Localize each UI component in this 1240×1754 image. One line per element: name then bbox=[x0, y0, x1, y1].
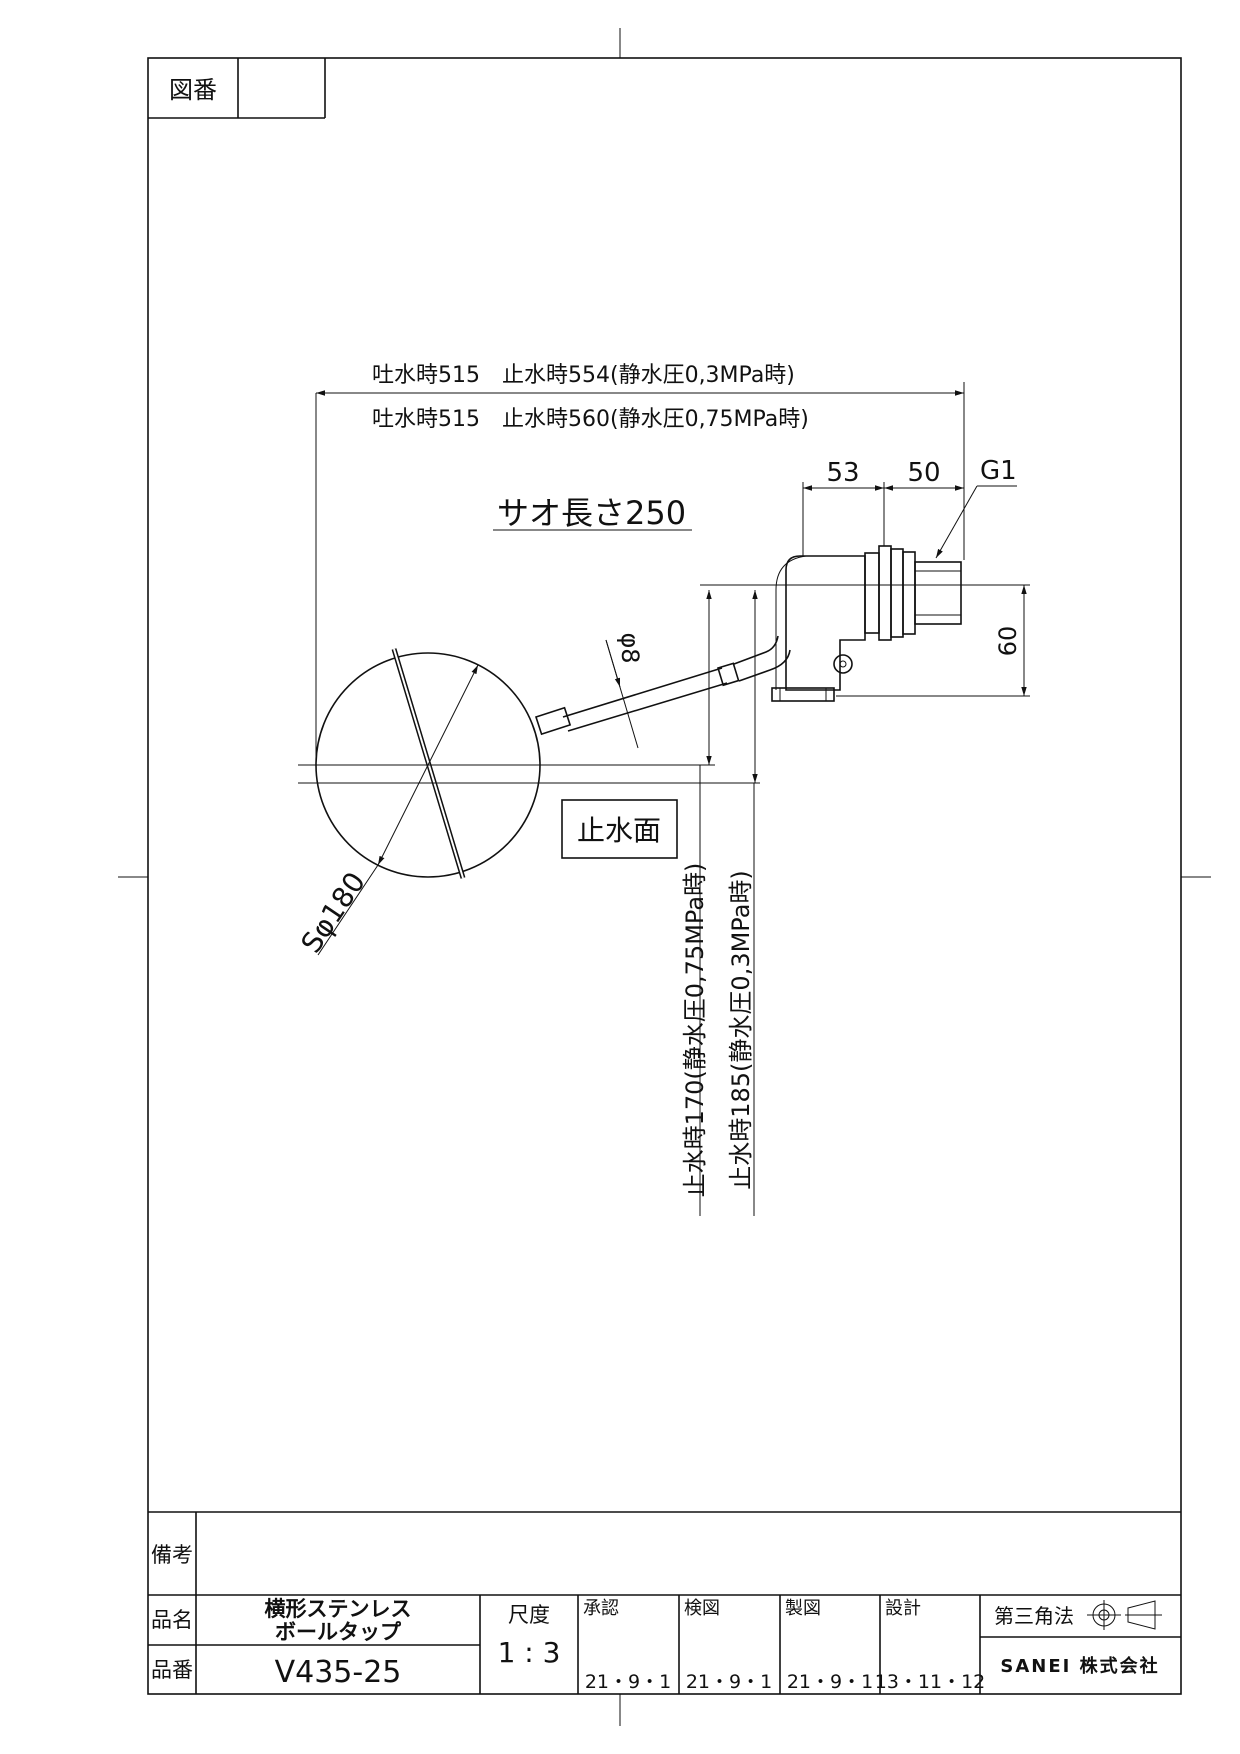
checked-date: 21・9・1 bbox=[686, 1671, 772, 1693]
scale-value: 1 : 3 bbox=[498, 1636, 561, 1669]
product-name-line2: ボールタップ bbox=[275, 1620, 402, 1644]
scale-label: 尺度 bbox=[508, 1603, 550, 1627]
drawn-label: 製図 bbox=[785, 1598, 821, 1619]
dim-185: 止水時185(静水圧0,3MPa時) bbox=[727, 870, 755, 1190]
overall-dim-2: 吐水時515 止水時560(静水圧0,75MPa時) bbox=[372, 407, 809, 432]
drawing-number-box: 図番 bbox=[148, 58, 326, 119]
ball-tap-drawing: 吐水時515 止水時554(静水圧0,3MPa時) 吐水時515 止水時560(… bbox=[294, 363, 1030, 1216]
ball-diameter: Sφ180 bbox=[294, 866, 372, 959]
name-label: 品名 bbox=[151, 1608, 193, 1632]
product-name-line1: 横形ステンレス bbox=[265, 1597, 412, 1621]
checked-label: 検図 bbox=[684, 1598, 720, 1619]
design-date: 13・11・12 bbox=[875, 1671, 986, 1693]
drawing-frame bbox=[147, 57, 1182, 1695]
overall-dim-1: 吐水時515 止水時554(静水圧0,3MPa時) bbox=[372, 363, 795, 388]
drawn-date: 21・9・1 bbox=[787, 1671, 873, 1693]
projection-label: 第三角法 bbox=[994, 1604, 1074, 1628]
approved-label: 承認 bbox=[583, 1598, 619, 1619]
rod-length-label: サオ長さ250 bbox=[497, 494, 686, 532]
company-name: SANEI 株式会社 bbox=[1000, 1655, 1159, 1677]
title-block: 備考 品名 品番 横形ステンレス ボールタップ V435-25 尺度 1 : 3… bbox=[148, 1511, 1181, 1694]
float-rod bbox=[562, 667, 723, 718]
centering-marks bbox=[118, 28, 1211, 1726]
water-level-label: 止水面 bbox=[577, 814, 661, 847]
number-label: 品番 bbox=[151, 1658, 193, 1682]
dim-170: 止水時170(静水圧0,75MPa時) bbox=[681, 863, 709, 1198]
thread-g1: G1 bbox=[980, 456, 1017, 486]
dim-60: 60 bbox=[994, 626, 1022, 657]
product-number: V435-25 bbox=[275, 1655, 402, 1690]
drawing-no-label: 図番 bbox=[169, 76, 217, 104]
valve-body bbox=[771, 545, 962, 702]
third-angle-projection-icon bbox=[1087, 1600, 1162, 1630]
approved-date: 21・9・1 bbox=[585, 1671, 671, 1693]
design-label: 設計 bbox=[885, 1598, 921, 1619]
remarks-label: 備考 bbox=[151, 1543, 193, 1567]
dim-53: 53 bbox=[826, 458, 859, 488]
rod-diameter: φ8 bbox=[616, 632, 644, 663]
dim-50: 50 bbox=[907, 458, 940, 488]
